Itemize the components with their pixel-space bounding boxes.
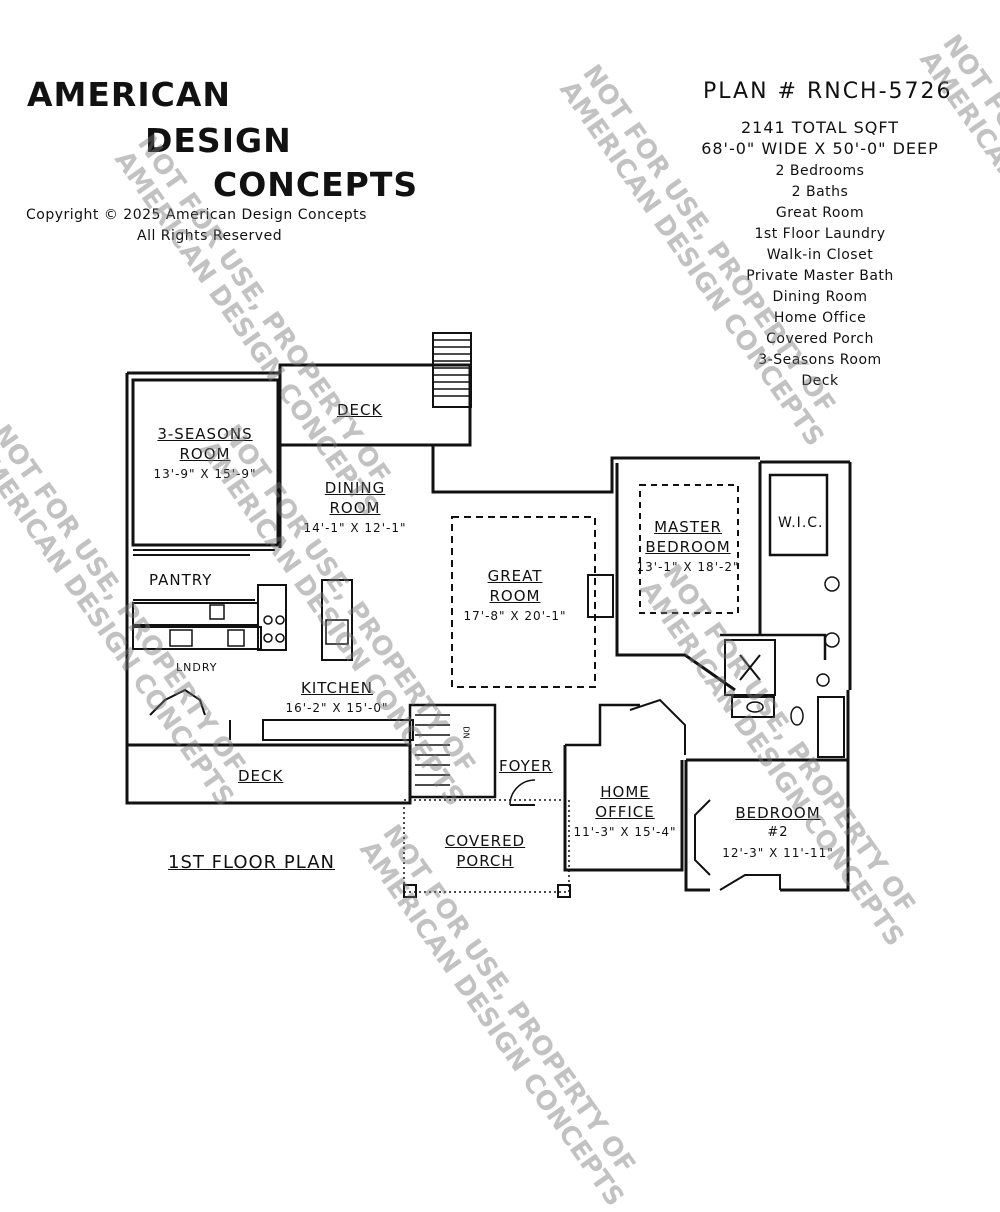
room-name: KITCHEN	[301, 679, 373, 697]
room-dimension: 17'-8" X 20'-1"	[463, 609, 567, 623]
room-name: BEDROOM	[645, 538, 731, 556]
brand-line-american: AMERICAN	[27, 75, 231, 114]
room-great: GREAT ROOM 17'-8" X 20'-1"	[450, 566, 580, 626]
room-name: OFFICE	[595, 803, 655, 821]
room-master-bedroom: MASTER BEDROOM 13'-1" X 18'-2"	[628, 517, 748, 577]
floor-plan-label: 1ST FLOOR PLAN	[168, 852, 335, 873]
room-name: BEDROOM	[735, 804, 821, 822]
room-name: #2	[767, 825, 789, 840]
room-covered-porch: COVERED PORCH	[425, 831, 545, 871]
feature-item: Great Room	[775, 205, 865, 221]
stairs-down-label: DN	[461, 726, 471, 739]
room-deck-bottom: DECK	[238, 767, 284, 785]
room-name: COVERED	[444, 832, 526, 850]
room-name: PORCH	[456, 852, 514, 870]
room-dimension: 16'-2" X 15'-0"	[285, 701, 389, 715]
room-pantry: PANTRY	[149, 571, 213, 589]
room-deck-top: DECK	[337, 401, 383, 419]
plan-info: 2141 TOTAL SQFT 68'-0" WIDE X 50'-0" DEE…	[620, 117, 1000, 392]
room-name: 3-SEASONS	[157, 425, 253, 443]
room-bedroom-2: BEDROOM #2 12'-3" X 11'-11"	[713, 803, 843, 863]
plan-number: PLAN # RNCH-5726	[703, 79, 953, 104]
room-dimension: 12'-3" X 11'-11"	[722, 846, 834, 860]
room-name: ROOM	[329, 499, 381, 517]
feature-list: 2 Bedrooms 2 Baths Great Room 1st Floor …	[620, 161, 1000, 392]
room-dimension: 14'-1" X 12'-1"	[303, 521, 407, 535]
room-laundry: LNDRY	[176, 661, 218, 674]
feature-item: Walk-in Closet	[766, 247, 874, 263]
room-3-seasons: 3-SEASONS ROOM 13'-9" X 15'-9"	[140, 424, 270, 484]
feature-item: 1st Floor Laundry	[754, 226, 886, 242]
room-home-office: HOME OFFICE 11'-3" X 15'-4"	[565, 782, 685, 842]
brand-line-design: DESIGN	[145, 121, 292, 160]
room-name: ROOM	[489, 587, 541, 605]
room-dimension: 13'-1" X 18'-2"	[636, 560, 740, 574]
rights-text: All Rights Reserved	[137, 228, 283, 244]
room-dining: DINING ROOM 14'-1" X 12'-1"	[290, 478, 420, 538]
room-wic: W.I.C.	[778, 515, 824, 531]
plan-sqft: 2141 TOTAL SQFT	[740, 118, 900, 137]
room-foyer: FOYER	[499, 757, 553, 775]
feature-item: Deck	[801, 373, 839, 389]
room-name: GREAT	[487, 567, 543, 585]
feature-item: Covered Porch	[766, 331, 874, 347]
room-name: DINING	[324, 479, 386, 497]
brand-line-concepts: CONCEPTS	[213, 165, 419, 204]
feature-item: Home Office	[773, 310, 867, 326]
room-dimension: 11'-3" X 15'-4"	[573, 825, 677, 839]
feature-item: Private Master Bath	[746, 268, 894, 284]
room-name: MASTER	[654, 518, 722, 536]
feature-item: 2 Bedrooms	[775, 163, 865, 179]
floor-plan-drawing	[125, 332, 852, 898]
room-kitchen: KITCHEN 16'-2" X 15'-0"	[262, 678, 412, 718]
feature-item: 2 Baths	[791, 184, 849, 200]
room-name: HOME	[600, 783, 650, 801]
room-name: ROOM	[179, 445, 231, 463]
plan-dimensions: 68'-0" WIDE X 50'-0" DEEP	[701, 139, 939, 158]
copyright-text: Copyright © 2025 American Design Concept…	[26, 207, 367, 223]
feature-item: 3-Seasons Room	[758, 352, 882, 368]
room-dimension: 13'-9" X 15'-9"	[153, 467, 257, 481]
feature-item: Dining Room	[772, 289, 868, 305]
